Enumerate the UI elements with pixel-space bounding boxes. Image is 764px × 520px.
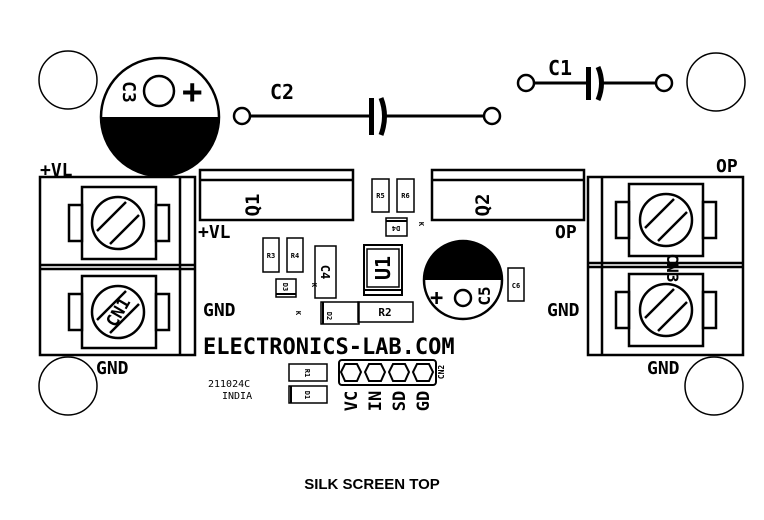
c6-label: C6 bbox=[512, 282, 520, 290]
net-label-gnd-left-side: GND bbox=[203, 300, 236, 321]
d3-label: D3 bbox=[281, 283, 289, 291]
header-pin-in: IN bbox=[366, 391, 386, 411]
d1-label: D1 bbox=[303, 391, 311, 399]
cn2-label: CN2 bbox=[437, 365, 446, 380]
terminal-block-cn3: CN3 bbox=[586, 175, 745, 357]
ic-u1: U1 bbox=[363, 244, 403, 296]
net-labels: +VL +VL GND GND OP OP GND GND bbox=[40, 156, 738, 379]
net-label-gnd-right-side: GND bbox=[547, 300, 580, 321]
resistor-r5: R5 bbox=[371, 178, 390, 213]
d3-cathode-mark: K bbox=[310, 283, 318, 288]
d4-label: D4 bbox=[392, 224, 400, 232]
cn3-label: CN3 bbox=[663, 254, 682, 283]
header-pin-vc: VC bbox=[342, 391, 362, 411]
r1-label: R1 bbox=[303, 369, 311, 377]
mounting-holes bbox=[38, 50, 746, 416]
mounting-hole-top-right bbox=[686, 52, 746, 112]
net-label-vl-top: +VL bbox=[40, 160, 73, 181]
net-label-op-side: OP bbox=[555, 222, 577, 243]
r5-label: R5 bbox=[376, 192, 384, 200]
c3-plus-sign: + bbox=[182, 72, 202, 112]
net-label-vl-side: +VL bbox=[198, 222, 231, 243]
d2-cathode-mark: K bbox=[294, 311, 302, 316]
u1-label: U1 bbox=[371, 256, 395, 280]
terminal-block-cn1: CN1 bbox=[38, 175, 197, 357]
mounting-hole-bottom-right bbox=[684, 356, 744, 416]
c3-label: C3 bbox=[118, 81, 139, 103]
header-cn2: CN2 VC IN SD GD bbox=[338, 359, 446, 411]
r4-label: R4 bbox=[291, 252, 299, 260]
capacitor-c1: C1 bbox=[516, 56, 674, 101]
header-pin-sd: SD bbox=[390, 391, 410, 411]
net-label-gnd-left-bottom: GND bbox=[96, 358, 129, 379]
d4-cathode-mark: K bbox=[417, 222, 425, 227]
diode-d4: D4 K bbox=[385, 217, 425, 237]
q1-label: Q1 bbox=[242, 194, 264, 217]
silkscreen-caption: SILK SCREEN TOP bbox=[304, 476, 440, 493]
r6-label: R6 bbox=[401, 192, 409, 200]
resistor-r2: R2 bbox=[357, 301, 414, 323]
diode-d1: D1 bbox=[288, 385, 328, 404]
net-label-gnd-right-bottom: GND bbox=[647, 358, 680, 379]
header-pin-gd: GD bbox=[414, 391, 434, 411]
c5-label: C5 bbox=[475, 286, 494, 305]
board-country: INDIA bbox=[222, 391, 252, 402]
r3-label: R3 bbox=[267, 252, 275, 260]
capacitor-c5: + C5 bbox=[422, 239, 504, 321]
resistor-r1: R1 bbox=[288, 363, 328, 382]
capacitor-c3: + C3 bbox=[99, 56, 221, 178]
transistor-q2: Q2 bbox=[430, 168, 586, 222]
capacitor-c4: C4 bbox=[314, 245, 337, 299]
capacitor-c6: C6 bbox=[507, 267, 525, 302]
net-label-op-top: OP bbox=[716, 156, 738, 177]
board-code: 211024C bbox=[208, 379, 250, 390]
c4-label: C4 bbox=[318, 265, 332, 279]
capacitor-c2: C2 bbox=[232, 80, 502, 136]
brand-text: ELECTRONICS-LAB.COM bbox=[203, 335, 455, 360]
diode-d3: D3 K bbox=[275, 278, 318, 298]
resistor-r4: R4 bbox=[286, 237, 304, 273]
d2-label: D2 bbox=[325, 312, 333, 320]
mounting-hole-top-left bbox=[38, 50, 98, 110]
transistor-q1: Q1 bbox=[198, 168, 355, 222]
diode-d2: D2 K bbox=[294, 301, 360, 325]
resistor-r3: R3 bbox=[262, 237, 280, 273]
c1-label: C1 bbox=[548, 56, 572, 80]
c5-plus-sign: + bbox=[430, 286, 443, 311]
mounting-hole-bottom-left bbox=[38, 356, 98, 416]
q2-label: Q2 bbox=[472, 194, 494, 217]
c2-label: C2 bbox=[270, 80, 294, 104]
cn1-label: CN1 bbox=[103, 294, 136, 331]
resistor-r6: R6 bbox=[396, 178, 415, 213]
r2-label: R2 bbox=[378, 306, 391, 319]
